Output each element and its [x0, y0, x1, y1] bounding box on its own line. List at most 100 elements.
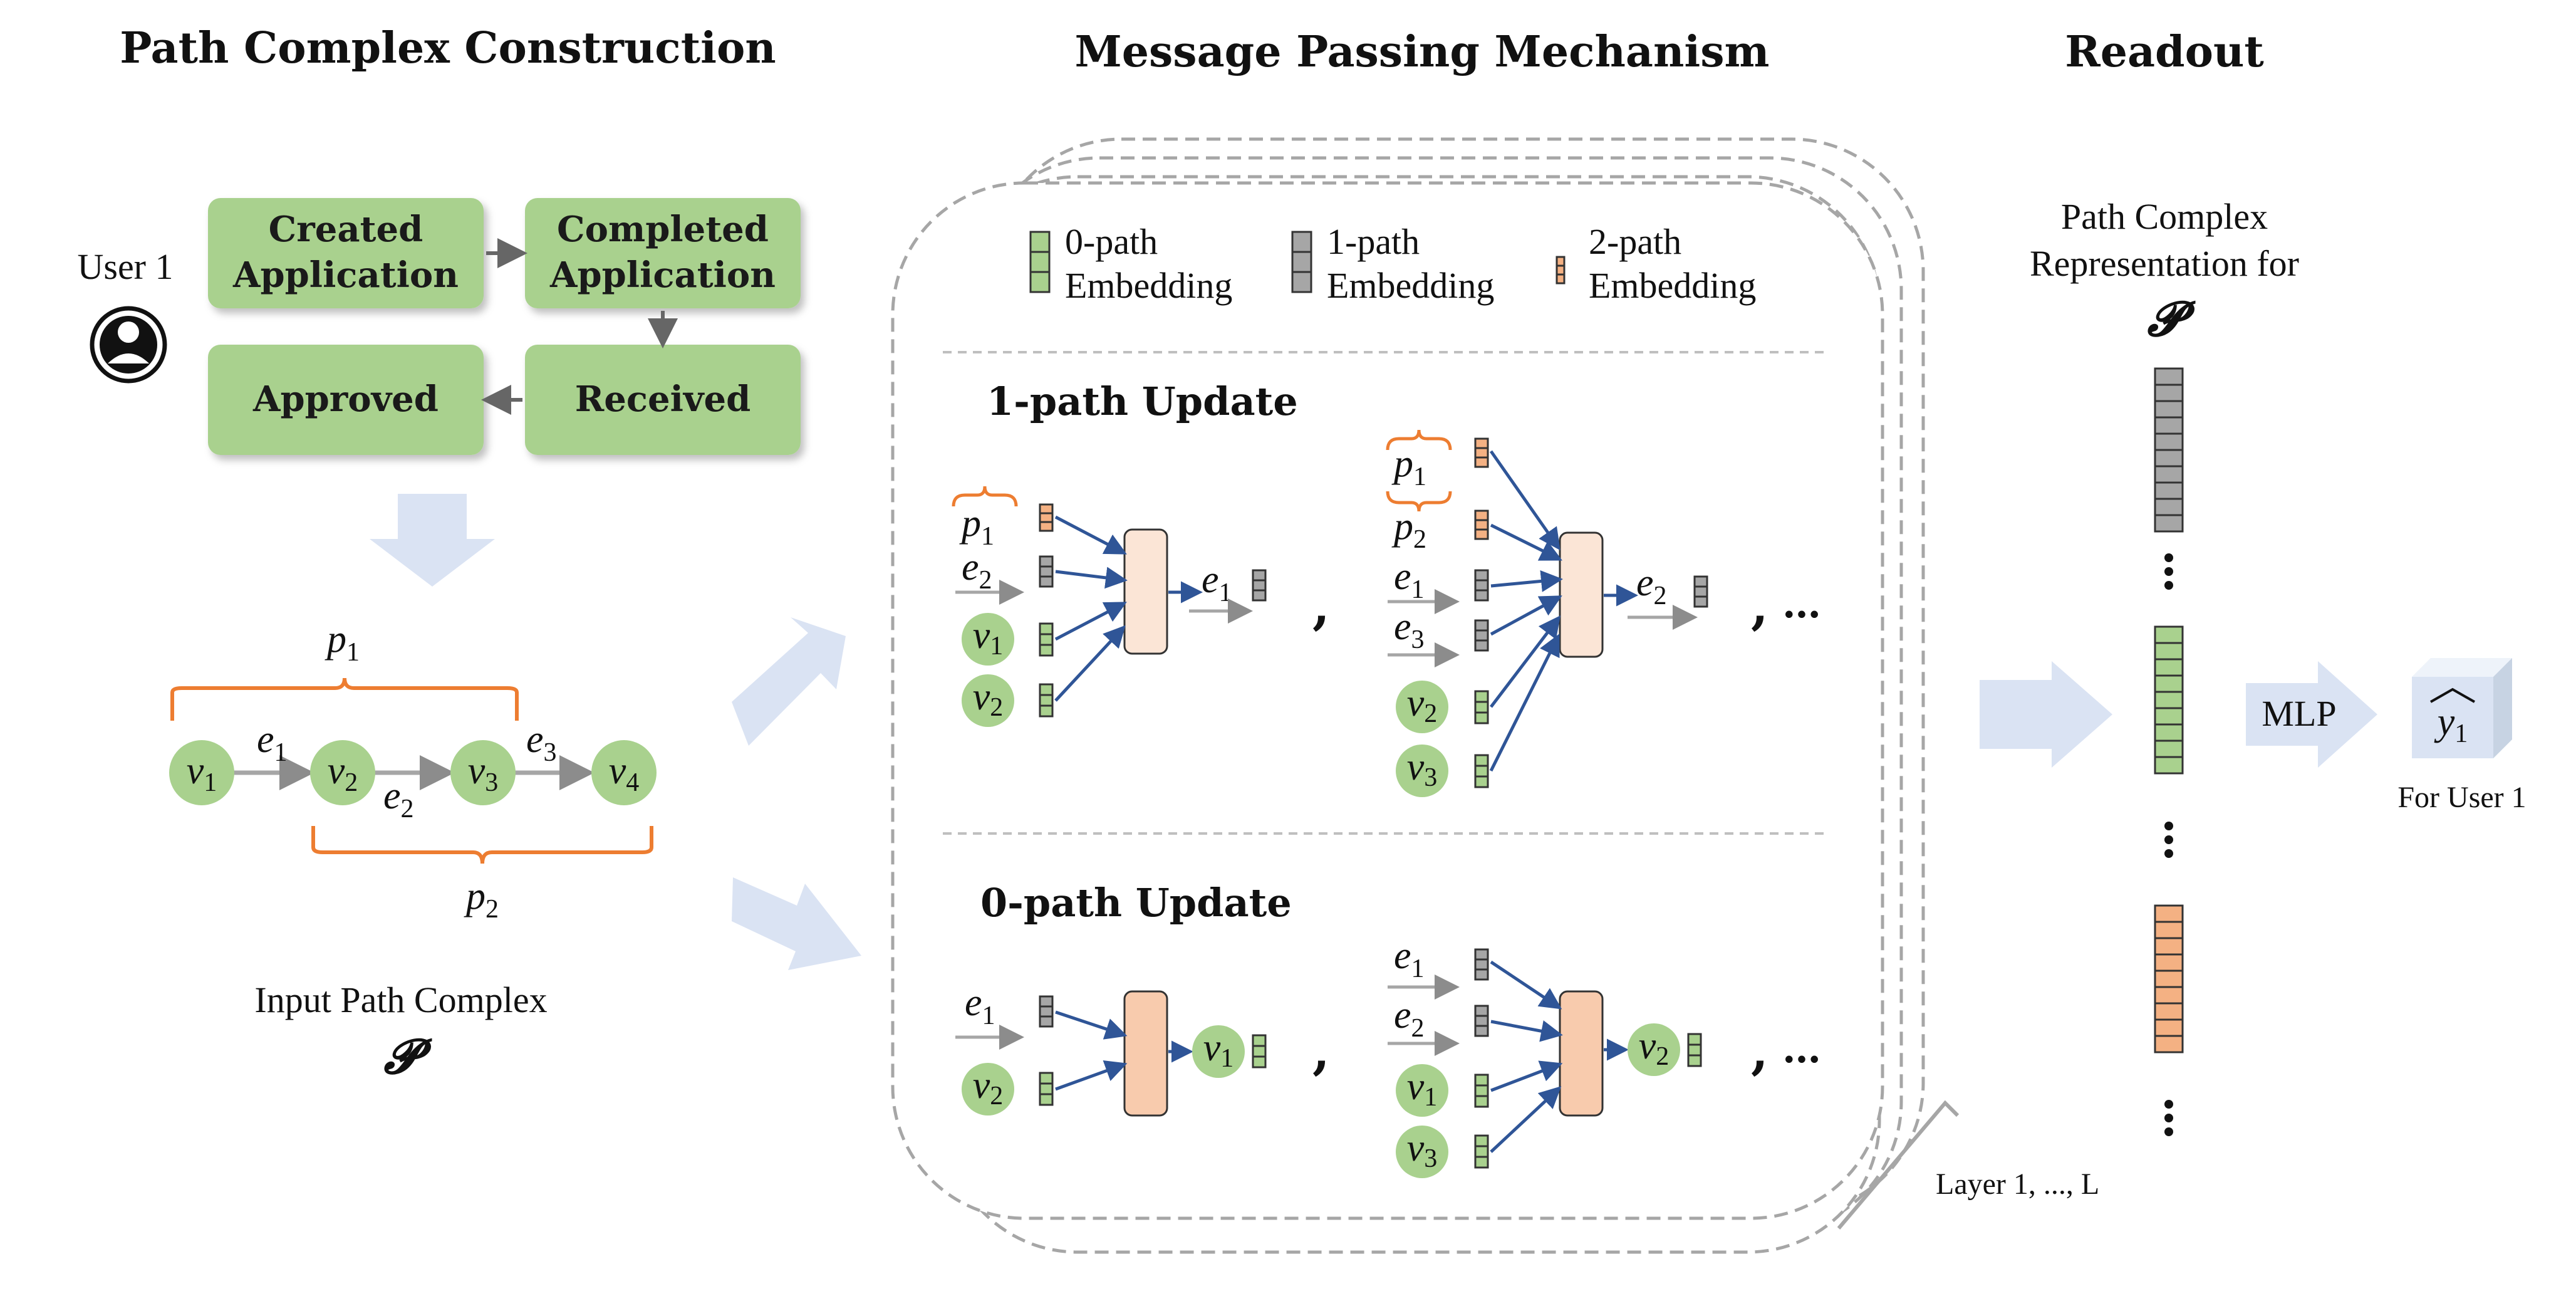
- svg-text:v2: v2: [1407, 682, 1438, 728]
- mlp-arrow-icon: [2246, 661, 2377, 768]
- node-v3-b: v3: [1396, 745, 1448, 797]
- comma-0path-2: ,: [1751, 1021, 1768, 1080]
- label-e2-d: e2: [1394, 994, 1425, 1043]
- title-construction: Path Complex Construction: [120, 23, 776, 73]
- input-complex-caption: Input Path Complex: [254, 980, 547, 1020]
- emb-e2-out-b: [1693, 575, 1708, 608]
- svg-text:Embedding: Embedding: [1065, 265, 1232, 306]
- emb-p1-a: [1039, 503, 1054, 532]
- svg-text:2-path: 2-path: [1589, 221, 1681, 262]
- label-p2-b: p2: [1391, 505, 1426, 554]
- svg-text:v3: v3: [468, 750, 499, 797]
- node-v3-d: v3: [1396, 1126, 1448, 1178]
- node-v2-out-d: v2: [1628, 1023, 1680, 1076]
- aggregator-0path-a: [1123, 990, 1168, 1117]
- label-p1-b: p1: [1391, 442, 1426, 491]
- node-v1-a: v1: [962, 613, 1014, 666]
- down-arrow-icon: [370, 494, 495, 587]
- box-created-application: Created Application: [208, 198, 484, 308]
- readout-arrow-icon: [1980, 661, 2112, 768]
- comma-1path-2: ,: [1751, 577, 1768, 635]
- svg-text:v1: v1: [187, 750, 217, 797]
- readout-caption-line2: Representation for: [2030, 243, 2299, 284]
- layer-frame-main: [891, 181, 1884, 1220]
- svg-text:v3: v3: [1407, 746, 1438, 792]
- label-e1: e1: [257, 718, 288, 767]
- brace-p1-b-bottom: [1386, 491, 1452, 512]
- svg-text:y1: y1: [2434, 701, 2468, 748]
- node-v4: v4: [591, 740, 657, 805]
- svg-text:Received: Received: [575, 379, 751, 420]
- label-p2: p2: [464, 875, 499, 924]
- svg-text:1-path: 1-path: [1327, 221, 1420, 262]
- node-v1-d: v1: [1396, 1064, 1448, 1117]
- brace-p1-b-top: [1386, 429, 1452, 451]
- node-v2-b: v2: [1396, 681, 1448, 733]
- title-readout: Readout: [2065, 27, 2264, 77]
- svg-text:v2: v2: [328, 750, 358, 797]
- layers-label: Layer 1, ..., L: [1936, 1168, 2099, 1201]
- title-message-passing: Message Passing Mechanism: [1074, 27, 1769, 77]
- legend-1path: 1-path Embedding: [1291, 221, 1494, 306]
- label-e1-d: e1: [1394, 934, 1425, 983]
- readout-stack-0path: [2154, 625, 2184, 775]
- emb-e1-out-a: [1252, 569, 1267, 602]
- update-0path-panel-a: e1 v2 v1: [955, 981, 1267, 1117]
- emb-v1-a: [1039, 622, 1054, 657]
- readout-dots: [2164, 553, 2173, 1136]
- emb-e2-a: [1039, 555, 1054, 588]
- emb-p2-b: [1474, 509, 1489, 540]
- svg-text:Created: Created: [269, 209, 423, 250]
- label-e2-a: e2: [962, 546, 992, 595]
- label-e3: e3: [526, 718, 557, 767]
- readout-symbol: 𝓟: [2148, 293, 2196, 346]
- emb-v3-d: [1474, 1134, 1489, 1169]
- legend-1path-swatch: [1291, 231, 1312, 293]
- svg-text:v1: v1: [973, 614, 1004, 661]
- node-v1: v1: [169, 740, 234, 805]
- ellipsis-1path: …: [1782, 581, 1821, 627]
- readout-stack-2path: [2154, 904, 2184, 1053]
- svg-text:v2: v2: [1639, 1025, 1670, 1071]
- brace-p1: [170, 677, 519, 721]
- aggregator-1path-b: [1559, 531, 1604, 658]
- emb-e1-b: [1474, 569, 1489, 602]
- comma-1path: ,: [1312, 577, 1330, 635]
- node-v2-c: v2: [962, 1063, 1014, 1116]
- legend-0path: 0-path Embedding: [1029, 221, 1232, 306]
- label-p1: p1: [325, 618, 360, 667]
- label-e1-c: e1: [965, 981, 995, 1030]
- emb-v1-out-c: [1252, 1034, 1267, 1068]
- heading-1path-update: 1-path Update: [987, 379, 1298, 424]
- arrow-to-1path-icon: [732, 617, 846, 746]
- svg-text:v2: v2: [973, 676, 1004, 722]
- emb-v2-out-d: [1687, 1033, 1702, 1067]
- output-cube: y1: [2412, 658, 2512, 758]
- ellipsis-0path: …: [1782, 1026, 1821, 1072]
- box-completed-application: Completed Application: [525, 198, 801, 308]
- node-v1-out-c: v1: [1192, 1025, 1245, 1078]
- label-e1-out-a: e1: [1202, 558, 1232, 607]
- brace-p1-a: [952, 486, 1018, 507]
- node-v3: v3: [450, 740, 516, 805]
- emb-e2-d: [1474, 1005, 1489, 1037]
- readout-caption-line1: Path Complex: [2061, 196, 2268, 237]
- svg-text:v3: v3: [1407, 1127, 1438, 1173]
- svg-text:v1: v1: [1203, 1027, 1234, 1073]
- emb-v2-b: [1474, 690, 1489, 724]
- node-v2-a: v2: [962, 674, 1014, 727]
- svg-text:v2: v2: [973, 1064, 1004, 1110]
- label-e2-out-b: e2: [1636, 562, 1667, 610]
- aggregator-0path-b: [1559, 990, 1604, 1117]
- svg-text:Embedding: Embedding: [1589, 265, 1756, 306]
- svg-text:v4: v4: [609, 750, 640, 797]
- label-e2: e2: [383, 775, 414, 823]
- legend-0path-swatch: [1029, 231, 1051, 293]
- readout-embedding-stacks: [2154, 367, 2184, 1053]
- comma-0path: ,: [1312, 1021, 1330, 1080]
- readout-stack-1path: [2154, 367, 2184, 533]
- input-complex-symbol: 𝓟: [384, 1031, 432, 1084]
